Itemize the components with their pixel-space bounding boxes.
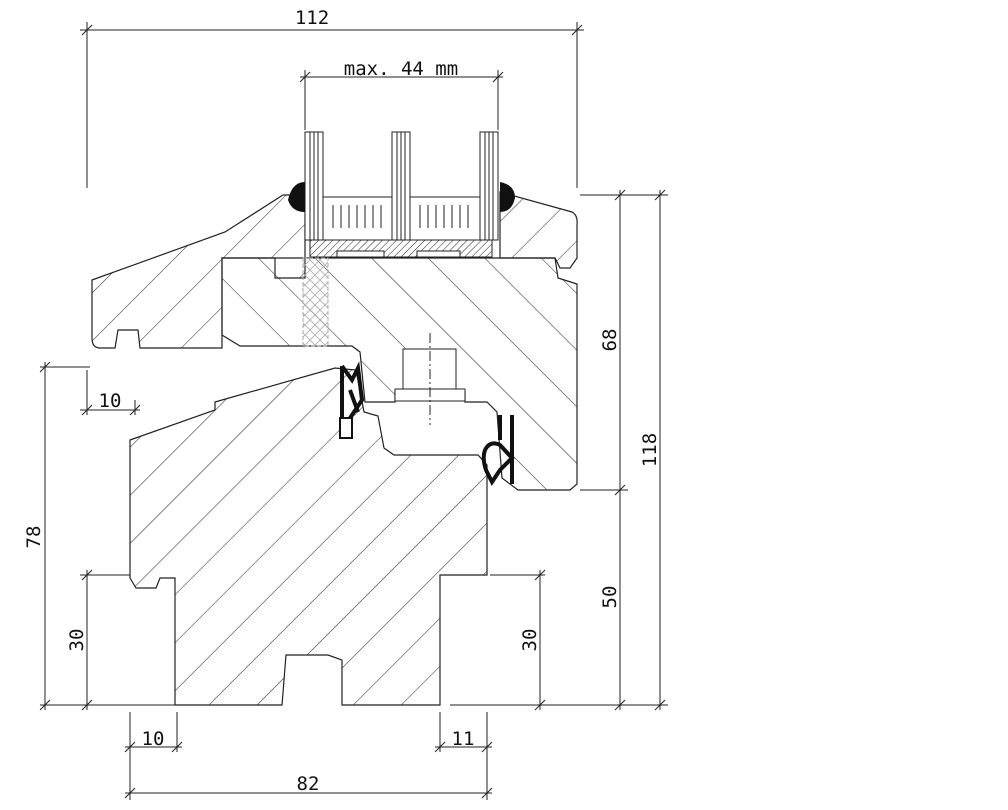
dimension-lines: [39, 22, 668, 800]
right-glazing-seal: [500, 182, 515, 212]
dim-112: 112: [295, 7, 329, 29]
right-glazing-bead: [499, 191, 578, 269]
dim-78: 78: [23, 526, 45, 549]
dim-10-top: 10: [99, 390, 122, 412]
dimension-labels: 112 max. 44 mm 68 118 50 78 30 30 10 10 …: [23, 7, 661, 795]
dim-30-left: 30: [66, 629, 88, 652]
dim-11: 11: [452, 728, 475, 750]
dim-68: 68: [599, 329, 621, 352]
right-weather-seal: [481, 415, 515, 486]
dim-82: 82: [297, 773, 320, 795]
dim-10-bottom: 10: [142, 728, 165, 750]
setting-block: [302, 257, 329, 347]
hardware-bolt: [394, 333, 466, 425]
left-weather-seal: [340, 361, 365, 420]
dim-30-right: 30: [519, 629, 541, 652]
frame-profile: [129, 367, 488, 706]
dim-50: 50: [599, 586, 621, 609]
glass-panes: [304, 131, 499, 241]
dim-118: 118: [639, 433, 661, 467]
dim-max-44: max. 44 mm: [344, 58, 458, 80]
left-glazing-seal: [288, 182, 305, 212]
